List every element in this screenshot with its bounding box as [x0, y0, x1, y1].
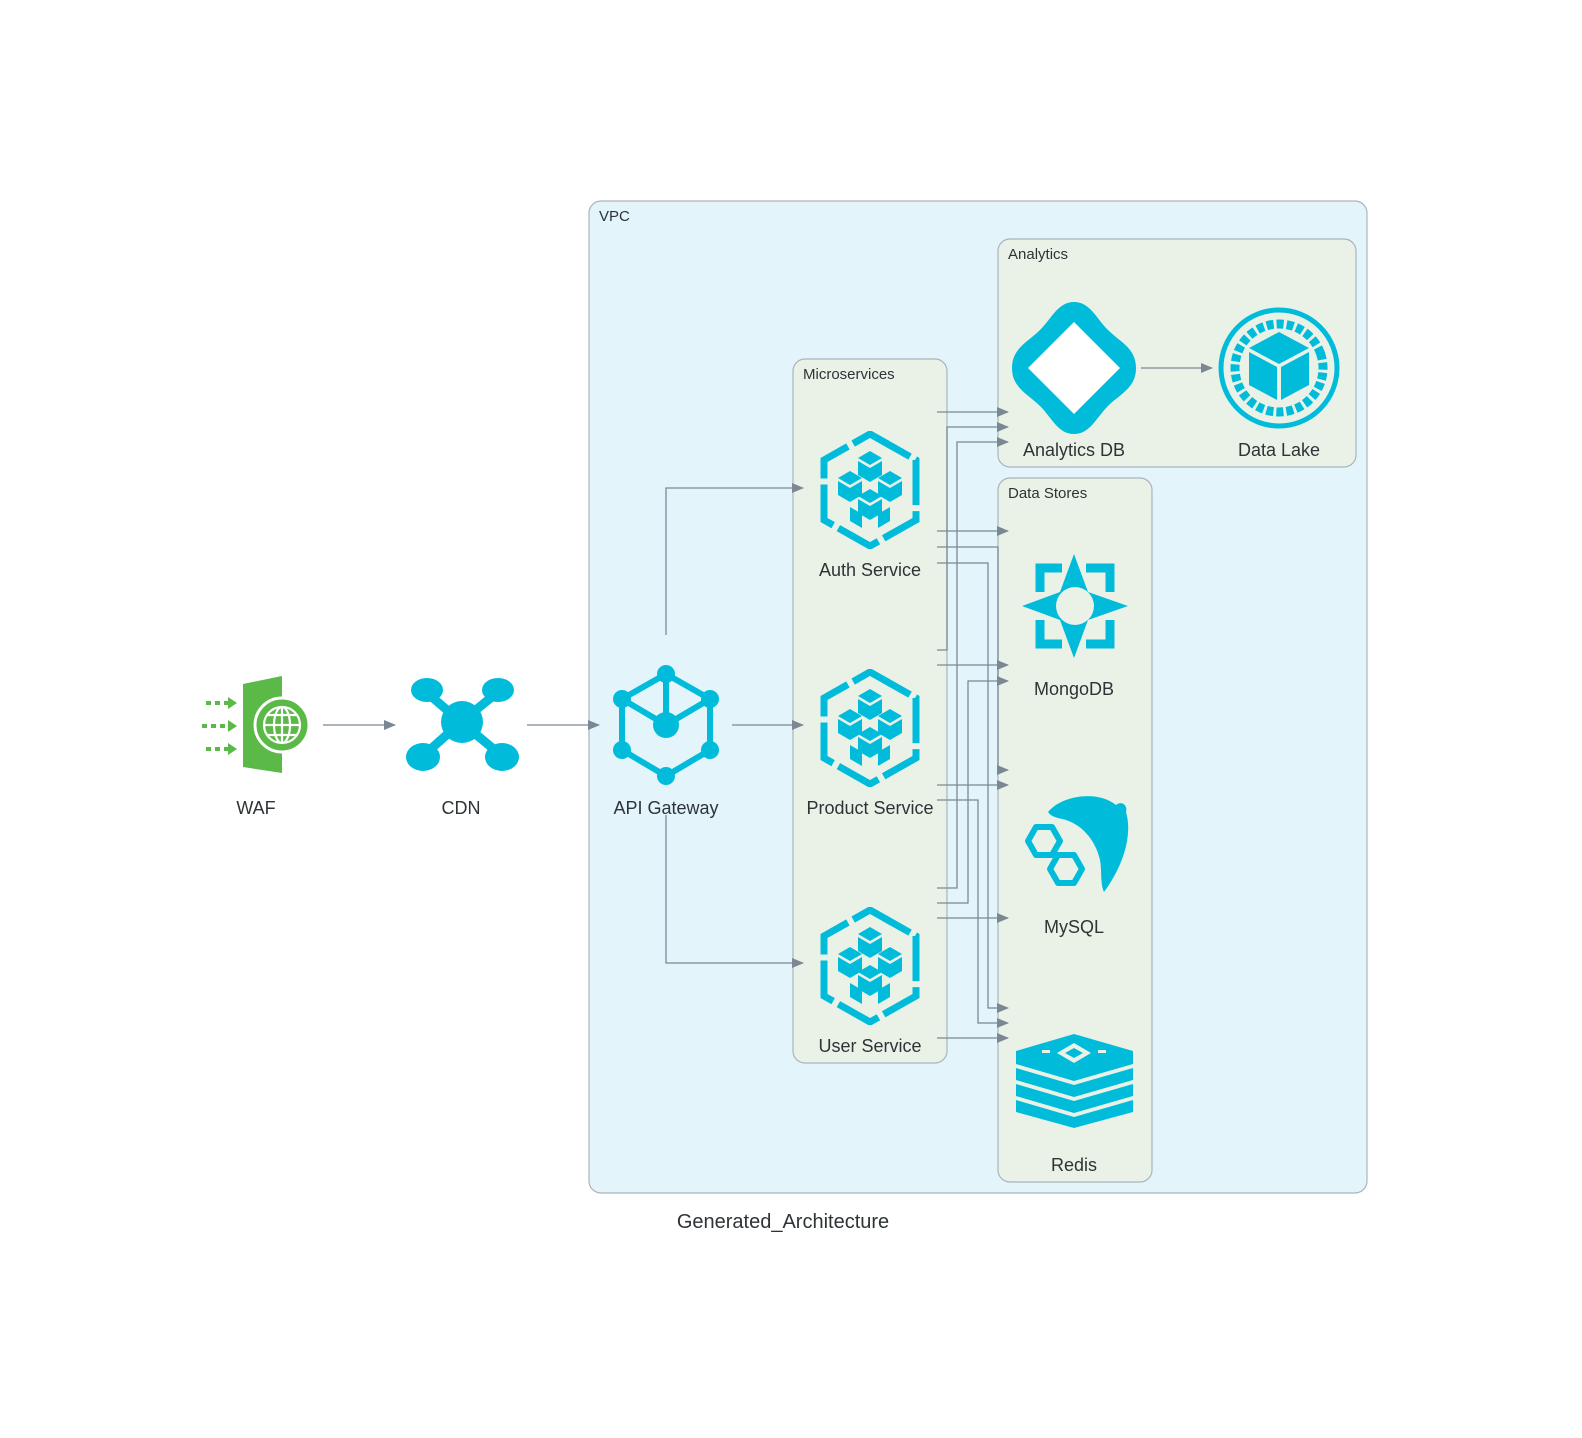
mongodb-label: MongoDB: [1034, 679, 1114, 699]
mysql-dolphin-icon: [1025, 796, 1129, 892]
cluster-data-stores: Data Stores: [997, 477, 1153, 1183]
node-user-service[interactable]: User Service: [818, 910, 922, 1056]
edge-api-gateway-auth-service: [665, 483, 804, 635]
edges: [323, 363, 1213, 1043]
edge-product-service-redis: [937, 799, 1009, 1028]
edge-user-service-mongodb: [937, 676, 1009, 904]
cluster-microservices-label: Microservices: [803, 366, 895, 383]
node-mongodb[interactable]: MongoDB: [1022, 554, 1128, 699]
product-service-label: Product Service: [806, 798, 933, 818]
edge-api-gateway-user-service: [665, 815, 804, 968]
data-lake-label: Data Lake: [1238, 440, 1320, 460]
node-analytics-db[interactable]: Analytics DB: [1012, 302, 1136, 460]
node-product-service[interactable]: Product Service: [806, 672, 934, 818]
auth-service-label: Auth Service: [819, 560, 921, 580]
cdn-network-icon: [406, 678, 519, 771]
mongodb-icon: [1022, 554, 1128, 658]
node-redis[interactable]: Redis: [1016, 1034, 1133, 1175]
redis-stack-icon: [1016, 1034, 1133, 1128]
waf-globe-icon: [202, 676, 311, 773]
node-data-lake[interactable]: Data Lake: [1218, 307, 1340, 460]
node-waf[interactable]: WAF: [202, 676, 311, 818]
mysql-label: MySQL: [1044, 917, 1104, 937]
node-api-gateway[interactable]: API Gateway: [613, 665, 719, 818]
api-gateway-cube-icon: [613, 665, 719, 785]
cluster-data-stores-label: Data Stores: [1008, 485, 1087, 502]
node-cdn[interactable]: CDN: [406, 678, 519, 818]
edge-auth-service-mysql: [937, 546, 1009, 775]
node-auth-service[interactable]: Auth Service: [819, 434, 921, 580]
diagram-title: Generated_Architecture: [677, 1211, 889, 1233]
node-mysql[interactable]: MySQL: [1025, 796, 1129, 937]
cluster-vpc-label: VPC: [599, 208, 630, 225]
waf-label: WAF: [236, 798, 275, 818]
api-gateway-label: API Gateway: [613, 798, 718, 818]
analytics-db-label: Analytics DB: [1023, 440, 1125, 460]
cdn-label: CDN: [442, 798, 481, 818]
user-service-label: User Service: [818, 1036, 921, 1056]
edge-product-service-analytics-db: [937, 422, 1009, 651]
redis-label: Redis: [1051, 1155, 1097, 1175]
analytics-db-icon: [1012, 302, 1136, 434]
cluster-analytics-label: Analytics: [1008, 246, 1068, 263]
data-lake-icon: [1218, 307, 1340, 429]
